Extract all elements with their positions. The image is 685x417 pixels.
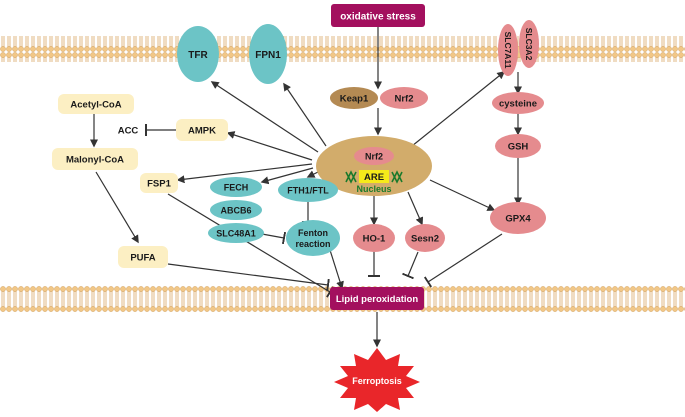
- edge-nucleus-to-gpx4: [429, 179, 496, 211]
- gpx4-label: GPX4: [505, 214, 531, 225]
- slc3a2-node: [519, 20, 539, 68]
- edge-fenton-to-lipid-peroxidation: [329, 249, 344, 290]
- ampk-label: AMPK: [188, 126, 216, 137]
- cysteine-label: cysteine: [499, 99, 537, 110]
- abcb6-node: [210, 200, 262, 220]
- nrf2-nuclear-label: Nrf2: [365, 152, 383, 162]
- inhibit-sesn2-lipid-peroxidation: [402, 251, 419, 280]
- lipid-peroxidation-box: [330, 287, 424, 310]
- fpn1-label: FPN1: [255, 50, 281, 61]
- fsp1-label: FSP1: [147, 179, 171, 190]
- fenton-label-line1: Fenton: [298, 228, 328, 238]
- edge-nucleus-to-fth1: [306, 170, 319, 178]
- fsp1-box: [140, 173, 178, 193]
- gsh-node: [495, 134, 541, 158]
- pathway-edges: [90, 27, 522, 348]
- gsh-label: GSH: [508, 142, 529, 153]
- edge-nucleus-to-ampk: [226, 131, 313, 161]
- nrf2-node: [380, 87, 428, 109]
- tfr-node: [177, 26, 219, 82]
- ho1-node: [353, 224, 395, 252]
- malonyl-coa-label: Malonyl-CoA: [66, 155, 124, 166]
- keap1-node: [330, 87, 378, 109]
- nrf2-label: Nrf2: [394, 94, 413, 105]
- slc7a11-node: [498, 24, 518, 76]
- abcb6-label: ABCB6: [220, 206, 251, 216]
- dna-left-icon: [345, 170, 357, 184]
- edge-nucleus-to-slc7a11: [411, 71, 506, 147]
- nucleus-label: Nucleus: [356, 184, 391, 194]
- are-box: [359, 170, 389, 183]
- edge-nucleus-to-fech: [260, 167, 314, 185]
- ferroptosis-label: Ferroptosis: [352, 376, 402, 386]
- sesn2-label: Sesn2: [411, 234, 439, 245]
- ho1-label: HO-1: [363, 234, 386, 245]
- fenton-reaction-node: [286, 220, 340, 256]
- acc-label: ACC: [118, 126, 139, 137]
- inhibit-slc48a1-fenton: [261, 231, 287, 245]
- ampk-box: [176, 119, 228, 141]
- slc48a1-label: SLC48A1: [216, 229, 256, 239]
- ferroptosis-burst: [334, 348, 420, 412]
- dna-right-icon: [391, 170, 403, 184]
- edge-nucleus-to-fpn1: [283, 82, 327, 147]
- oxidative-stress-box: [331, 4, 425, 27]
- acetyl-coa-label: Acetyl-CoA: [70, 100, 121, 111]
- acetyl-coa-box: [58, 94, 134, 114]
- fpn1-node: [249, 24, 287, 84]
- fech-node: [210, 177, 262, 197]
- edge-malonyl-coa-to-pufa: [95, 171, 139, 244]
- inhibit-gpx4-lipid-peroxidation: [423, 233, 503, 288]
- slc3a2-label: SLC3A2: [524, 28, 534, 61]
- nucleus-node: [316, 136, 432, 196]
- upper-cell-membrane: [0, 36, 685, 62]
- slc48a1-node: [208, 223, 264, 243]
- edge-nucleus-to-tfr: [210, 81, 319, 153]
- cysteine-node: [492, 92, 544, 114]
- tfr-label: TFR: [188, 50, 208, 61]
- fth1-ftl-node: [278, 178, 338, 202]
- fth1-ftl-label: FTH1/FTL: [287, 186, 329, 196]
- edge-nucleus-to-sesn2: [407, 191, 424, 226]
- gpx4-node: [490, 202, 546, 234]
- oxidative-stress-label: oxidative stress: [340, 12, 416, 23]
- lipid-peroxidation-label: Lipid peroxidation: [336, 294, 419, 305]
- fech-label: FECH: [224, 183, 249, 193]
- pufa-label: PUFA: [130, 253, 155, 264]
- inhibit-fsp1-lipid-peroxidation: [167, 193, 334, 298]
- inhibit-pufa-lipid-peroxidation: [167, 263, 330, 292]
- sesn2-node: [405, 224, 445, 252]
- fenton-label-line2: reaction: [295, 239, 330, 249]
- nrf2-nuclear-node: [354, 147, 394, 165]
- edge-nucleus-to-fsp1: [176, 163, 313, 184]
- pufa-box: [118, 246, 168, 268]
- keap1-label: Keap1: [340, 94, 369, 105]
- slc7a11-label: SLC7A11: [503, 32, 513, 69]
- malonyl-coa-box: [52, 148, 138, 170]
- are-label: ARE: [364, 172, 384, 183]
